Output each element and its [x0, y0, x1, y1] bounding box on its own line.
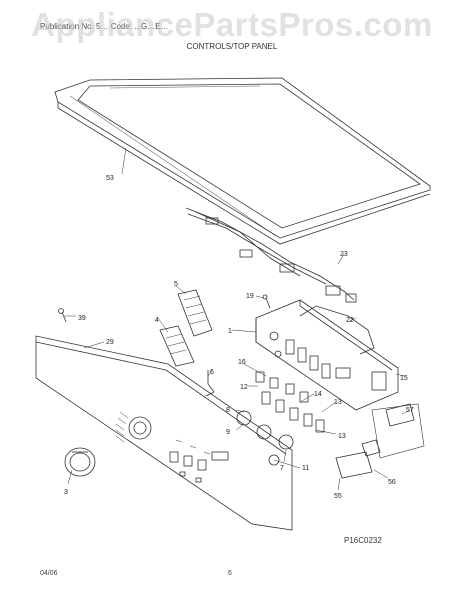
- figure-code: P16C0232: [344, 536, 382, 545]
- button-cluster-drawing: [205, 370, 325, 466]
- callout-11: 11: [302, 465, 309, 472]
- control-board-drawing: [255, 299, 399, 411]
- console-panel-drawing: [35, 335, 293, 531]
- callout-4: 4: [155, 317, 159, 324]
- leader-lines: [64, 147, 411, 491]
- callout-19: 19: [246, 293, 254, 300]
- footer-date: 04/06: [40, 570, 58, 577]
- callout-22: 22: [346, 317, 354, 324]
- callout-15: 15: [400, 375, 408, 382]
- lamp-assembly-drawing: [335, 403, 425, 479]
- callout-57: 57: [406, 407, 414, 414]
- wire-harness-drawing: [185, 207, 357, 303]
- knob-drawing: [64, 447, 96, 477]
- callout-16: 16: [238, 359, 246, 366]
- screw-drawing: [58, 294, 271, 323]
- callout-13-upper: 13: [334, 399, 342, 406]
- publication-header: Publication No. 5… Code: ...G…E…: [40, 22, 169, 31]
- callout-29: 29: [106, 339, 114, 346]
- callout-7: 7: [280, 465, 284, 472]
- callout-5: 5: [174, 281, 178, 288]
- callout-1: 1: [228, 328, 232, 335]
- callout-53: 53: [106, 175, 114, 182]
- callout-56: 56: [388, 479, 396, 486]
- callout-6: 6: [210, 369, 214, 376]
- callout-39: 39: [78, 315, 86, 322]
- callout-8: 8: [226, 407, 230, 414]
- callout-14: 14: [314, 391, 322, 398]
- switch-assembly-drawing: [159, 289, 213, 367]
- watermark-logo: AppliancePartsPros.com: [31, 6, 433, 43]
- callout-9: 9: [226, 429, 230, 436]
- callout-3: 3: [64, 489, 68, 496]
- callout-23: 23: [340, 251, 348, 258]
- top-panel-drawing: [54, 77, 431, 245]
- callout-13-lower: 13: [338, 433, 346, 440]
- callout-labels: 53 23 5 19 22 39 4 1 29 16 15 6 12 14 13…: [64, 175, 414, 500]
- footer-page-number: 6: [228, 570, 232, 577]
- callout-12: 12: [240, 384, 248, 391]
- section-title: CONTROLS/TOP PANEL: [186, 42, 278, 51]
- callout-55: 55: [334, 493, 342, 500]
